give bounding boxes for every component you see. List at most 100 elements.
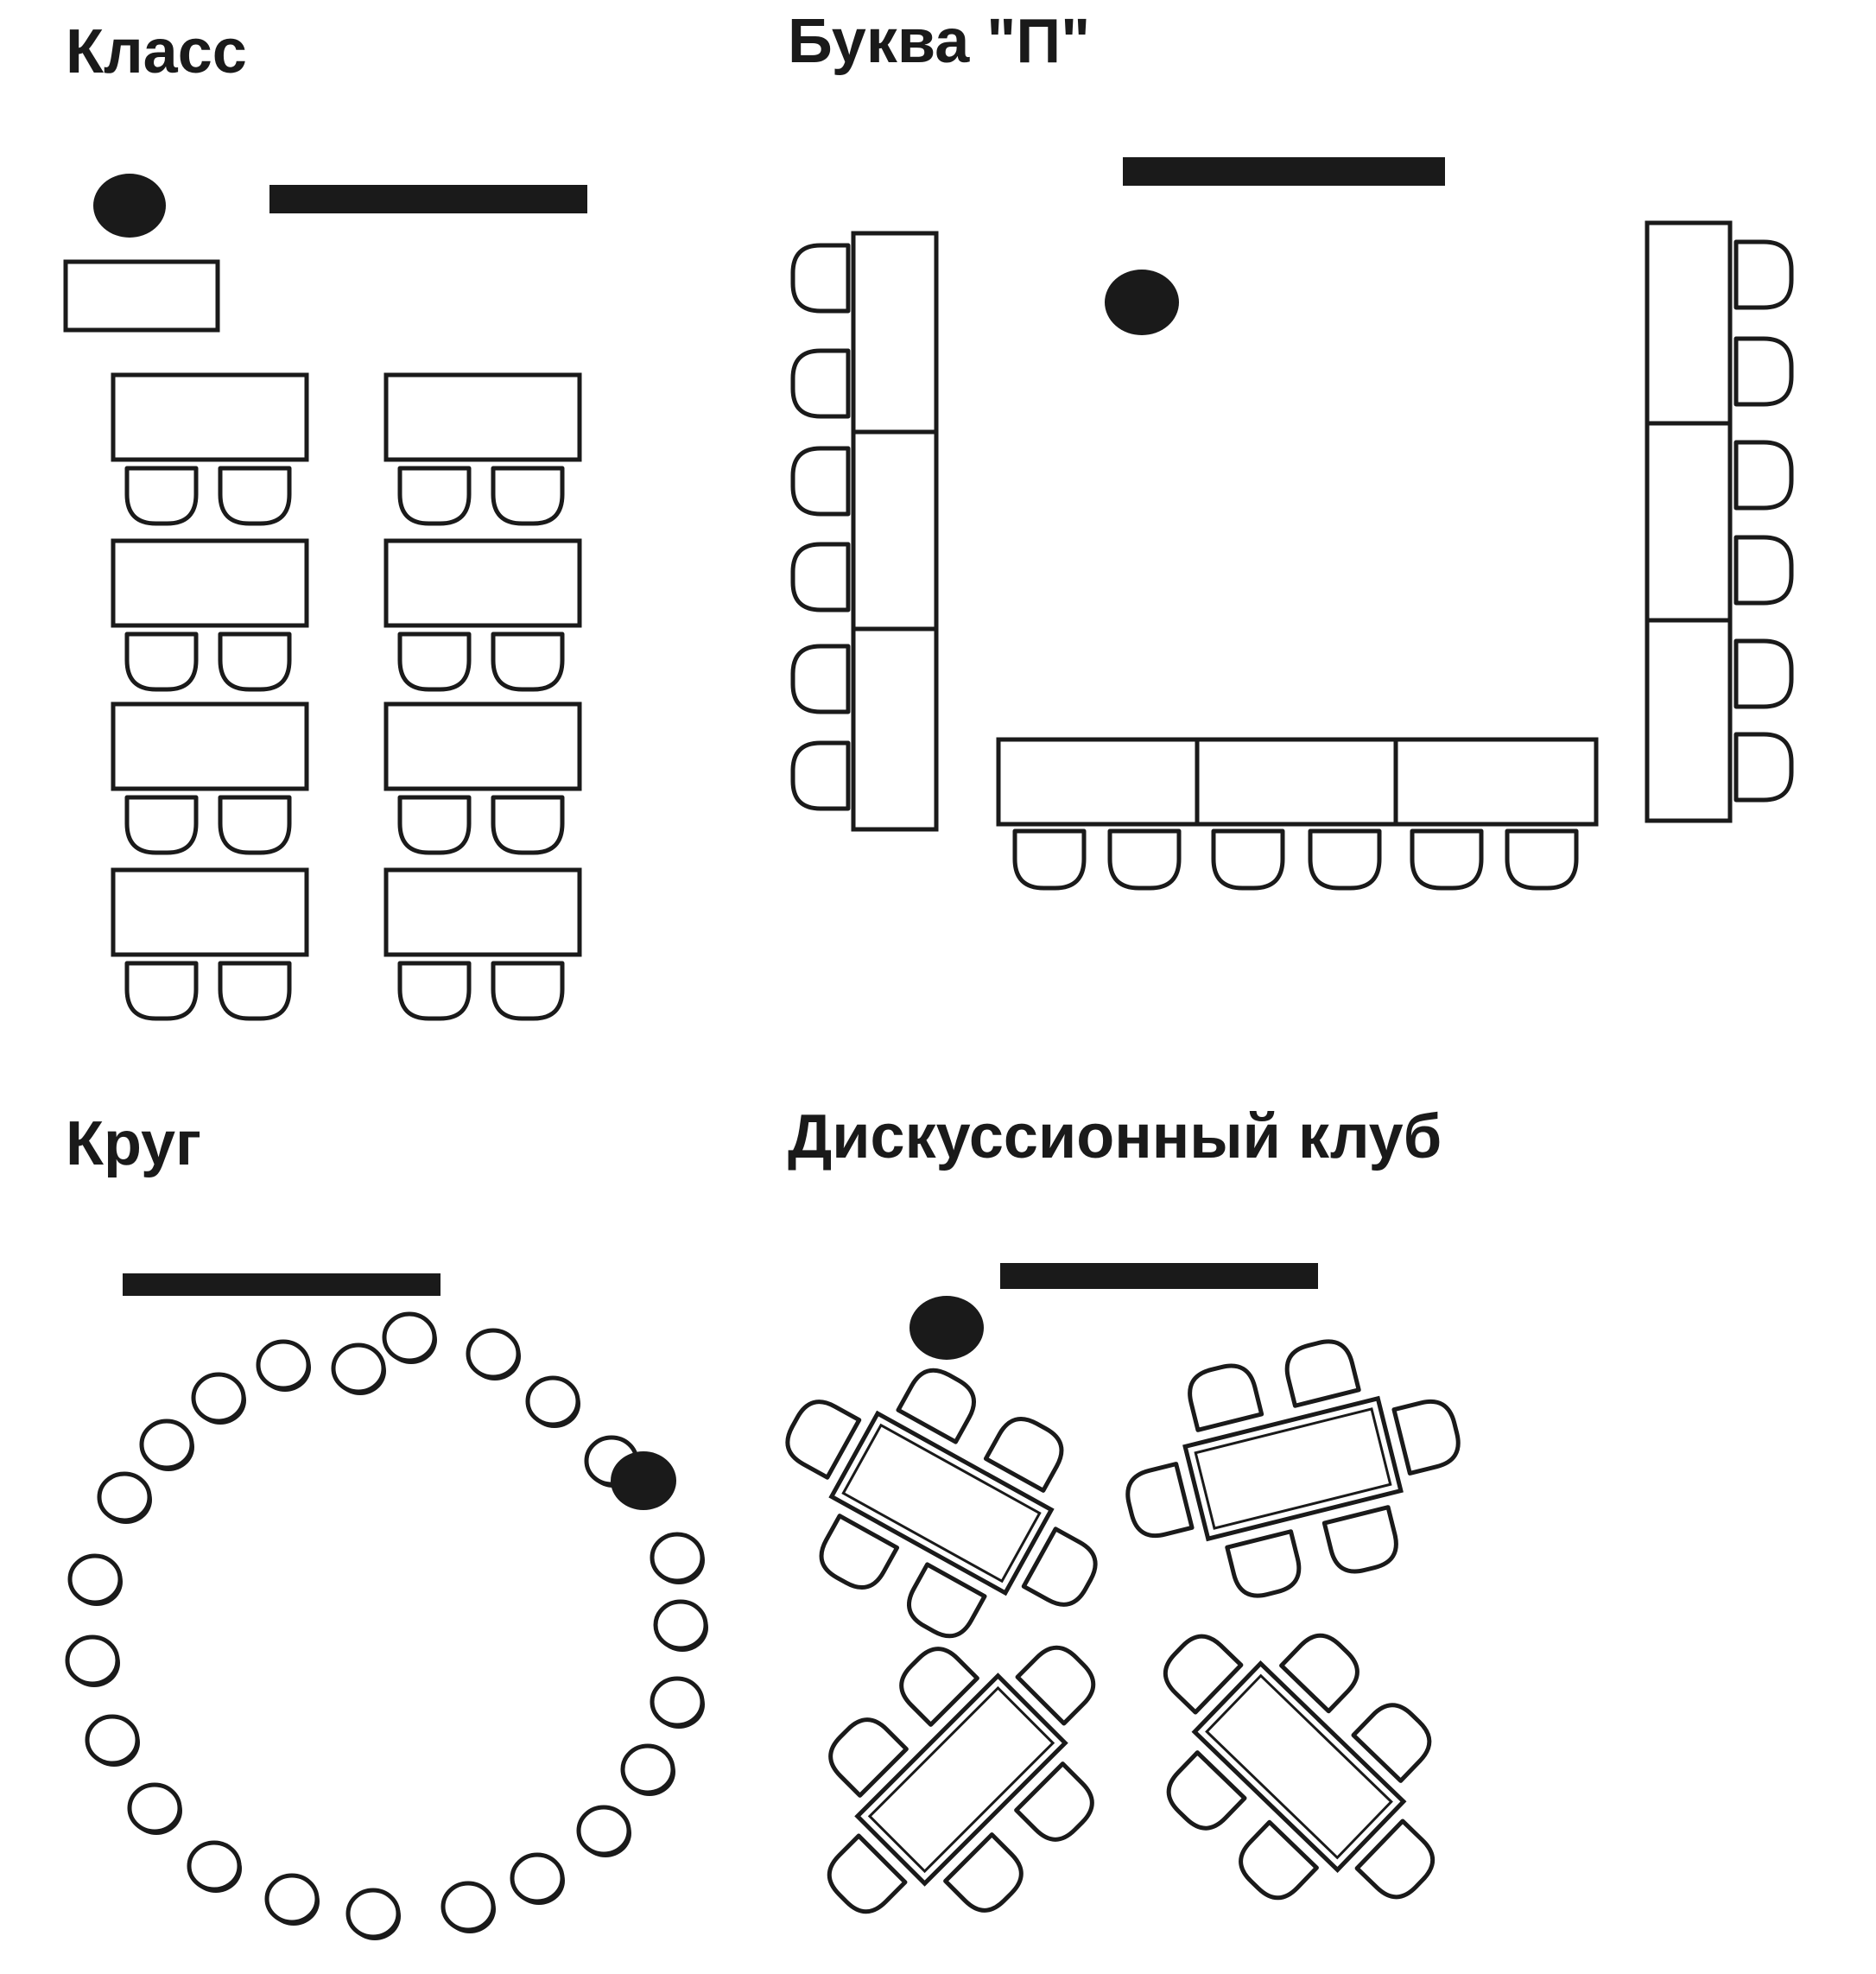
chair	[790, 740, 851, 811]
stool	[525, 1375, 580, 1428]
table	[1191, 1660, 1407, 1873]
table	[1182, 1395, 1404, 1542]
chair	[1239, 1819, 1319, 1901]
stool	[576, 1805, 631, 1857]
stool	[191, 1372, 246, 1425]
chair	[1014, 1761, 1094, 1842]
chair	[218, 466, 292, 526]
chair	[1021, 1527, 1098, 1607]
stool	[256, 1339, 311, 1392]
discussion-club-title: Дискуссионный клуб	[788, 1102, 1442, 1171]
table	[1645, 421, 1733, 623]
stool	[187, 1840, 242, 1893]
chair	[1163, 1634, 1244, 1715]
chair	[1733, 239, 1794, 310]
table	[1393, 737, 1599, 827]
table-inner-edge	[1205, 1673, 1393, 1860]
table	[383, 867, 582, 957]
chair	[1211, 828, 1285, 891]
chair	[1279, 1633, 1359, 1714]
stool	[650, 1676, 705, 1729]
table-cluster	[1163, 1633, 1436, 1901]
teacher-dot	[611, 1451, 676, 1510]
chair	[1125, 1462, 1195, 1539]
u-shape-title: Буква "П"	[788, 7, 1091, 76]
chair	[1354, 1818, 1436, 1900]
chair	[491, 795, 565, 855]
chair	[907, 1562, 987, 1639]
chair	[124, 466, 199, 526]
chair	[983, 1416, 1064, 1493]
table	[1645, 220, 1733, 426]
table	[851, 429, 939, 632]
table	[111, 701, 309, 791]
chair	[1505, 828, 1579, 891]
stool	[97, 1471, 152, 1524]
table	[851, 626, 939, 832]
chair	[397, 466, 472, 526]
board	[1123, 157, 1445, 186]
chair	[943, 1832, 1024, 1913]
chair	[124, 795, 199, 855]
teacher-dot	[1105, 270, 1179, 335]
teacher-dot	[909, 1296, 984, 1360]
table	[383, 701, 582, 791]
chair	[397, 795, 472, 855]
stool	[67, 1553, 123, 1606]
classroom-title: Класс	[66, 17, 247, 86]
chair	[397, 632, 472, 692]
table	[1645, 618, 1733, 823]
teacher-dot	[93, 174, 166, 238]
board	[123, 1273, 440, 1296]
stool	[331, 1342, 386, 1395]
chair	[491, 632, 565, 692]
chair	[218, 632, 292, 692]
table	[851, 231, 939, 435]
stool	[127, 1782, 182, 1835]
discussion-club-scheme	[785, 1263, 1461, 1914]
stool	[264, 1873, 320, 1926]
chair	[491, 961, 565, 1021]
table	[111, 538, 309, 628]
table-inner-edge	[1194, 1407, 1392, 1530]
chair	[790, 542, 851, 613]
table	[1195, 737, 1398, 827]
table	[996, 737, 1200, 827]
chair	[1188, 1363, 1264, 1432]
chair	[491, 466, 565, 526]
chair	[1308, 828, 1382, 891]
chair	[1284, 1339, 1361, 1408]
u-shape-scheme	[790, 157, 1794, 891]
chair	[124, 961, 199, 1021]
chair	[1733, 440, 1794, 511]
board	[269, 185, 587, 213]
chair	[896, 1368, 976, 1444]
table-cluster	[1125, 1339, 1461, 1598]
chair	[1166, 1750, 1247, 1831]
chair	[827, 1833, 908, 1914]
stool	[466, 1328, 521, 1381]
chair	[218, 795, 292, 855]
chair	[1225, 1529, 1302, 1598]
stool	[620, 1743, 675, 1796]
stool	[345, 1888, 401, 1940]
chair	[790, 446, 851, 517]
chair	[1410, 828, 1484, 891]
classroom-scheme	[63, 174, 587, 1021]
chair	[124, 632, 199, 692]
stool	[440, 1881, 496, 1933]
chair	[790, 644, 851, 714]
table	[828, 1410, 1055, 1596]
chair	[218, 961, 292, 1021]
chair	[1107, 828, 1182, 891]
chair	[790, 243, 851, 314]
table-inner-edge	[841, 1423, 1042, 1584]
chair	[397, 961, 472, 1021]
table	[383, 372, 582, 462]
table	[383, 538, 582, 628]
circle-title: Круг	[66, 1109, 202, 1178]
stool	[139, 1419, 194, 1471]
table	[111, 372, 309, 462]
table	[111, 867, 309, 957]
